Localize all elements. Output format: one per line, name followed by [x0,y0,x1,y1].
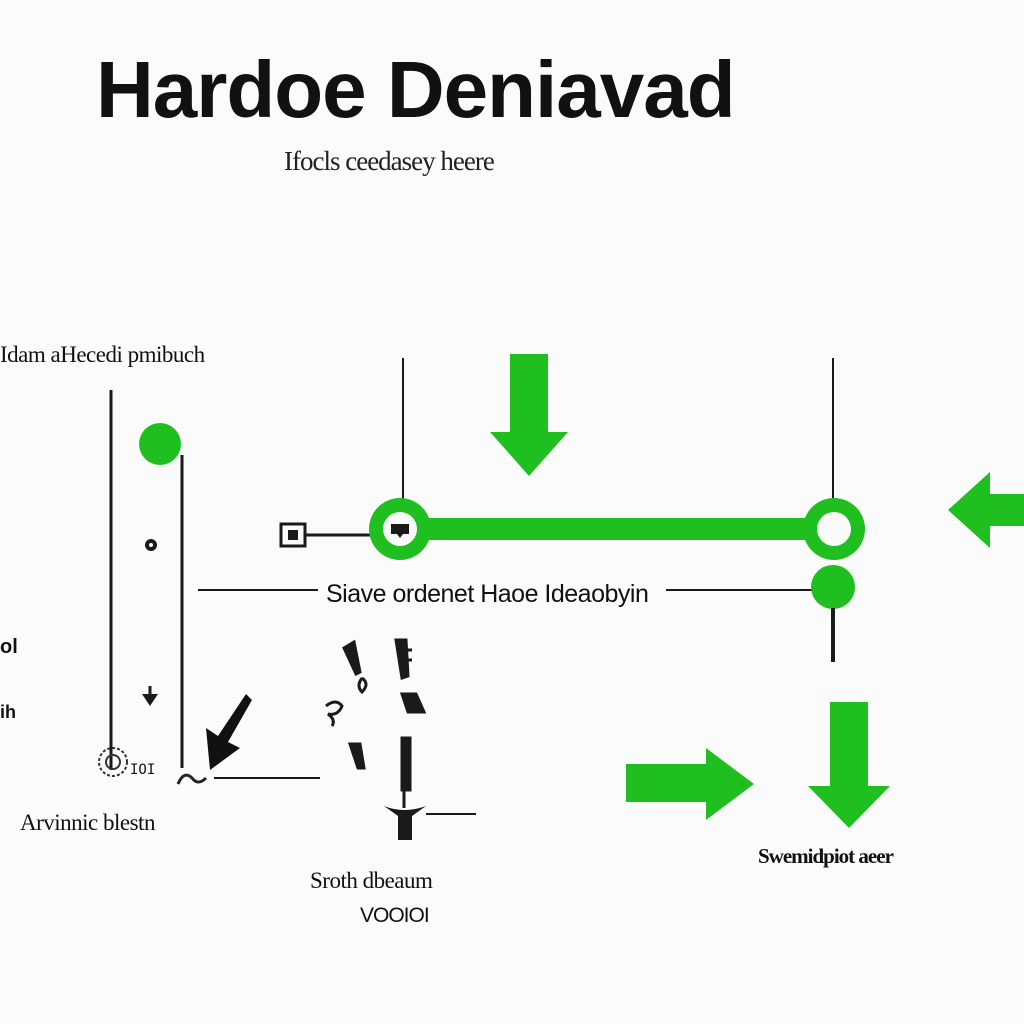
bottom-center-sublabel: VOOIOI [360,904,430,927]
tool-glyph-cluster [325,638,427,792]
bottom-down-arrow-icon [808,702,890,828]
bottom-right-label: Swemidpiot aeer [758,844,894,868]
small-glyph-near-pointer [176,773,208,785]
left-arrow-icon [948,472,1024,548]
down-arrow-icon [490,354,568,476]
green-connector-bar [400,518,810,540]
right-green-node [811,565,855,609]
small-left-text: IOI [130,762,156,778]
bottom-center-label: Sroth dbeaum [310,868,433,893]
left-top-label: Idam aHecedi pmibuch [0,342,205,367]
page-subtitle: Ifocls ceedasey heere [284,146,495,176]
bar-right-node-center [817,512,851,546]
stand-glyph-icon [384,790,476,840]
pointer-arrow-icon [206,694,252,770]
bottom-left-label: Arvinnic blestn [20,810,155,835]
right-arrow-icon [626,748,754,820]
small-square-inner [288,530,298,540]
left-small-dot-center [149,543,153,547]
page-title: Hardoe Deniavad [96,45,736,134]
small-down-arrow-icon [142,686,158,706]
bar-left-node-glyph [391,524,409,538]
left-green-node [139,423,181,465]
margin-glyph-bottom: ih [0,702,16,722]
margin-glyph-top: ol [0,636,18,658]
gear-glyph-icon [98,747,128,777]
center-label: Siave ordenet Haoe Ideaobyin [322,580,653,609]
